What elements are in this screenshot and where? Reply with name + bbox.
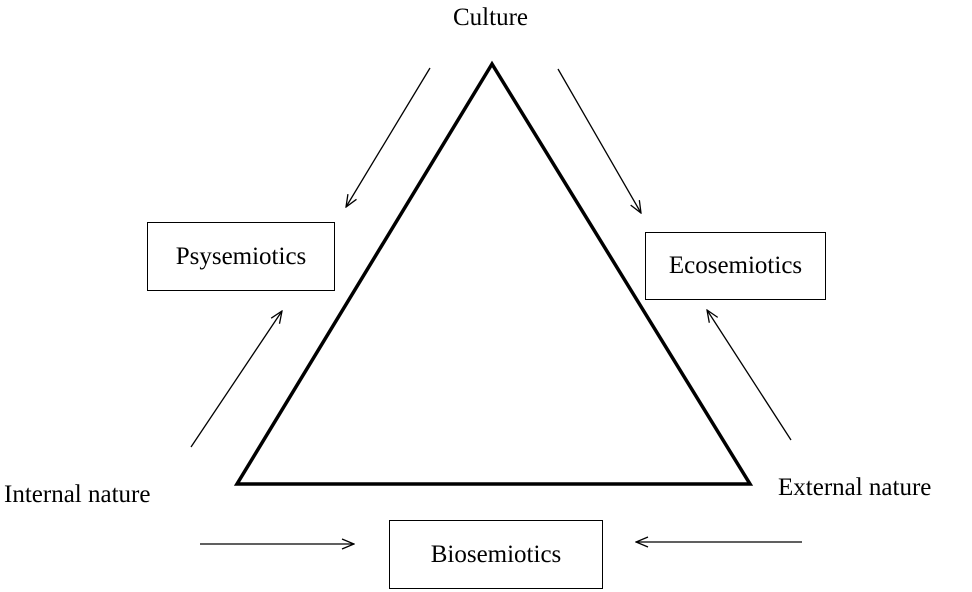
external-nature-label: External nature xyxy=(778,474,932,501)
ecosemiotics-box: Ecosemiotics xyxy=(645,232,826,300)
psysemiotics-box: Psysemiotics xyxy=(147,222,335,291)
culture-label: Culture xyxy=(453,4,528,31)
ecosemiotics-label: Ecosemiotics xyxy=(668,252,803,279)
biosemiotics-box: Biosemiotics xyxy=(389,520,603,589)
biosemiotics-label: Biosemiotics xyxy=(430,540,562,568)
arrow-external-to-ecosemiotics xyxy=(707,310,792,441)
arrow-culture-to-ecosemiotics xyxy=(557,68,641,213)
central-triangle xyxy=(233,60,754,486)
internal-nature-label: Internal nature xyxy=(4,481,151,508)
psysemiotics-label: Psysemiotics xyxy=(175,242,307,270)
arrow-internal-to-psysemiotics xyxy=(190,311,282,448)
arrow-culture-to-psysemiotics xyxy=(346,67,431,207)
